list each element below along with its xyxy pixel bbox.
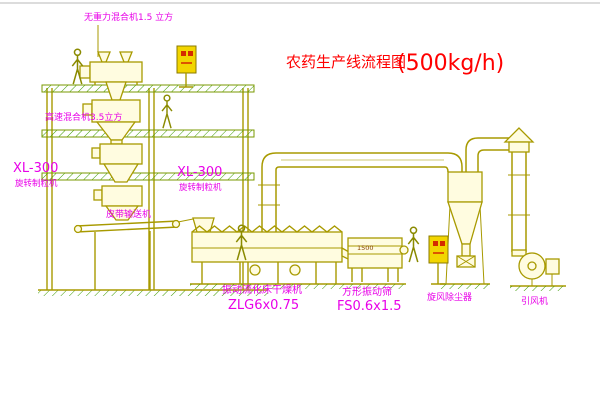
conveyor-roller-right (171, 219, 181, 229)
exhaust-duct (258, 152, 463, 236)
label-sieve-dimension: 1500 (357, 244, 374, 252)
granulator-upper-machine (91, 143, 143, 183)
control-panel-right (428, 235, 449, 285)
granulator-lower-machine (93, 185, 143, 221)
panel-button (440, 241, 445, 246)
panel-button (181, 51, 186, 56)
label-granulator-left-name: 旋转制粒机 (15, 178, 58, 189)
cyclone-cone (447, 201, 483, 245)
label-dryer-name: 振动流化床干燥机 (222, 283, 302, 296)
dryer-vibration-motor-1 (249, 264, 261, 276)
label-cyclone: 旋风除尘器 (427, 291, 472, 303)
mixer-discharge-cone (105, 81, 127, 101)
conveyor-roller-left (73, 224, 83, 234)
panel-button (433, 241, 438, 246)
label-sieve-name: 方形振动筛 (342, 285, 392, 298)
belt-conveyor-machine (73, 218, 194, 290)
panel-button (188, 51, 193, 56)
label-granulator-right-model: XL-300 (177, 165, 222, 180)
induced-draft-fan-machine (510, 249, 566, 291)
dryer-corrugated-cover (191, 225, 343, 233)
duct-flanges (258, 184, 280, 206)
roof-slab (41, 84, 255, 93)
sieve-legs (351, 268, 399, 282)
title-text: 农药生产线流程图 (286, 53, 406, 71)
title-capacity: (500kg/h) (397, 51, 504, 76)
building-frame (38, 84, 268, 296)
worker-figure-floor2 (161, 94, 173, 129)
exhaust-stack (503, 127, 535, 252)
mixer-motor (79, 65, 91, 79)
label-granulator-left-model: XL-300 (13, 161, 58, 176)
ground-hatch-dryer (190, 284, 406, 289)
conveyor-supports (94, 231, 151, 290)
fan-motor (545, 258, 560, 275)
stack-rain-cap-skirt (508, 141, 530, 153)
ground-hatch-building (38, 290, 268, 296)
floor-slab-2 (41, 129, 255, 138)
sieve-motor (399, 245, 409, 255)
label-fan: 引风机 (521, 295, 548, 307)
label-belt-conveyor: 皮带输送机 (106, 208, 151, 220)
gravity-mixer-machine (79, 51, 143, 101)
worker-figure-sieve (407, 226, 420, 263)
drawing-title: 农药生产线流程图 (500kg/h) (286, 51, 504, 76)
control-panel-left (176, 45, 197, 88)
cyclone-outlet-duct (465, 137, 512, 172)
frame-columns (46, 88, 249, 290)
dryer-legs (201, 262, 337, 284)
square-sieve-machine (347, 237, 409, 282)
granulator-upper-motor (91, 147, 101, 159)
label-granulator-right-name: 旋转制粒机 (179, 182, 222, 193)
cyclone-separator-machine (440, 171, 490, 289)
label-dryer-model: ZLG6x0.75 (228, 298, 299, 313)
label-layer: 无重力混合机1.5 立方 高速混合机3.5立方 XL-300 旋转制粒机 XL-… (13, 11, 548, 314)
cyclone-body (447, 171, 483, 203)
floor-slab-3 (41, 172, 255, 181)
stack-pipe (511, 152, 527, 252)
stack-rain-cap-cone (503, 127, 535, 143)
label-gravity-mixer: 无重力混合机1.5 立方 (84, 11, 173, 23)
fluid-bed-dryer-machine (190, 217, 406, 289)
label-sieve-model: FS0.6x1.5 (337, 299, 402, 314)
high-speed-mixer-machine (82, 99, 141, 145)
granulator-lower-motor (93, 189, 103, 201)
stack-flanges (508, 174, 530, 216)
label-high-speed-mixer: 高速混合机3.5立方 (45, 111, 122, 123)
dryer-vibration-motor-2 (289, 264, 301, 276)
